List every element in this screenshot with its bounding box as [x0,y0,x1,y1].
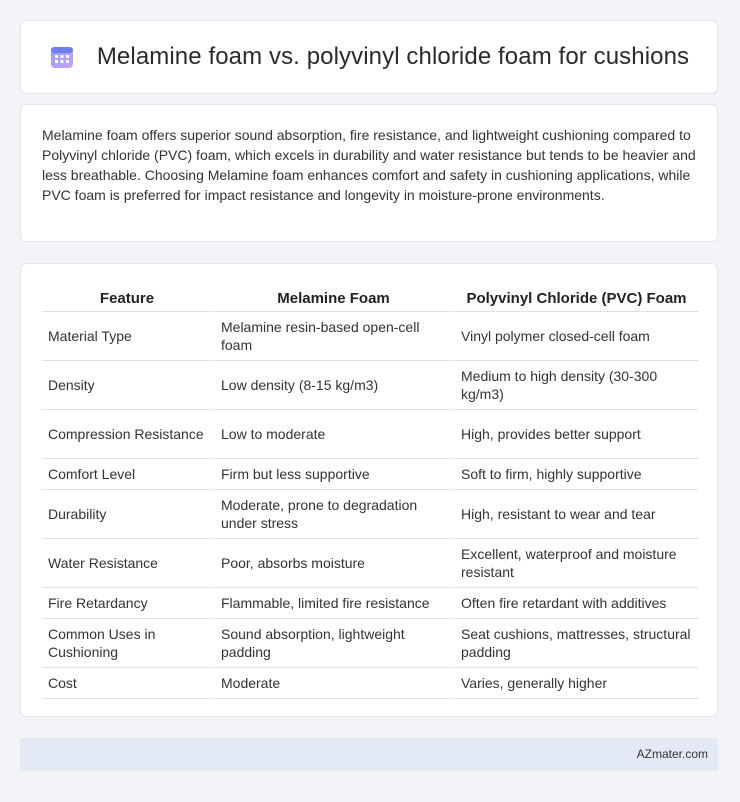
summary-text: Melamine foam offers superior sound abso… [42,127,696,203]
table-header-row: Feature Melamine Foam Polyvinyl Chloride… [42,284,698,312]
calendar-grid-icon [49,44,75,70]
melamine-cell: Low to moderate [212,410,452,459]
page-title: Melamine foam vs. polyvinyl chloride foa… [96,43,690,70]
table-row: Cost Moderate Varies, generally higher [42,668,698,699]
table-row: Material Type Melamine resin-based open-… [42,312,698,361]
table-row: Water Resistance Poor, absorbs moisture … [42,539,698,588]
header-melamine: Melamine Foam [212,284,452,312]
footer-bar: AZmater.com [20,738,718,771]
melamine-cell: Flammable, limited fire resistance [212,588,452,619]
melamine-cell: Sound absorption, lightweight padding [212,619,452,668]
table-row: Compression Resistance Low to moderate H… [42,410,698,459]
pvc-cell: Varies, generally higher [452,668,698,699]
table-row: Fire Retardancy Flammable, limited fire … [42,588,698,619]
table-row: Common Uses in Cushioning Sound absorpti… [42,619,698,668]
pvc-cell: Excellent, waterproof and moisture resis… [452,539,698,588]
feature-cell: Water Resistance [42,539,212,588]
pvc-cell: Soft to firm, highly supportive [452,459,698,490]
pvc-cell: Often fire retardant with additives [452,588,698,619]
melamine-cell: Moderate, prone to degradation under str… [212,490,452,539]
feature-cell: Common Uses in Cushioning [42,619,212,668]
feature-cell: Density [42,361,212,410]
melamine-cell: Moderate [212,668,452,699]
pvc-cell: Medium to high density (30-300 kg/m3) [452,361,698,410]
feature-cell: Material Type [42,312,212,361]
feature-cell: Compression Resistance [42,410,212,459]
table-row: Comfort Level Firm but less supportive S… [42,459,698,490]
feature-cell: Comfort Level [42,459,212,490]
footer-brand-link[interactable]: AZmater.com [636,747,708,761]
pvc-cell: Vinyl polymer closed-cell foam [452,312,698,361]
pvc-cell: Seat cushions, mattresses, structural pa… [452,619,698,668]
feature-cell: Fire Retardancy [42,588,212,619]
table-row: Durability Moderate, prone to degradatio… [42,490,698,539]
melamine-cell: Poor, absorbs moisture [212,539,452,588]
melamine-cell: Firm but less supportive [212,459,452,490]
feature-cell: Durability [42,490,212,539]
summary-card: Melamine foam offers superior sound abso… [20,104,718,242]
melamine-cell: Melamine resin-based open-cell foam [212,312,452,361]
title-card: Melamine foam vs. polyvinyl chloride foa… [20,20,718,94]
pvc-cell: High, resistant to wear and tear [452,490,698,539]
comparison-table-card: Feature Melamine Foam Polyvinyl Chloride… [20,263,718,717]
header-pvc: Polyvinyl Chloride (PVC) Foam [452,284,698,312]
table-row: Density Low density (8-15 kg/m3) Medium … [42,361,698,410]
header-feature: Feature [42,284,212,312]
pvc-cell: High, provides better support [452,410,698,459]
melamine-cell: Low density (8-15 kg/m3) [212,361,452,410]
comparison-table: Feature Melamine Foam Polyvinyl Chloride… [42,284,698,699]
feature-cell: Cost [42,668,212,699]
